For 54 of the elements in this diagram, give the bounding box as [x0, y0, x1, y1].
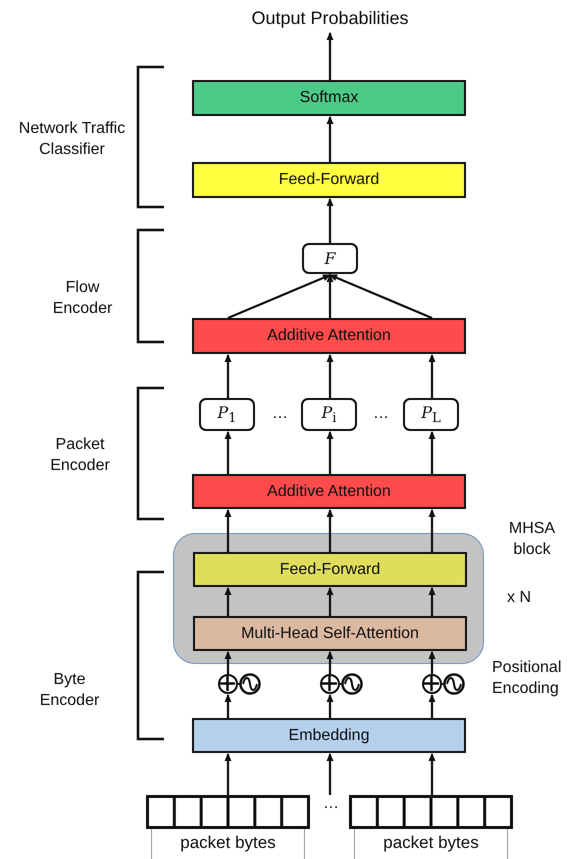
arrow	[224, 354, 232, 398]
layer-box: Feed-Forward	[192, 162, 466, 198]
arrow	[428, 587, 436, 616]
array-caption: packet bytes	[151, 829, 305, 859]
output-text: Output Probabilities	[230, 4, 430, 32]
ellipsis: …	[372, 404, 390, 424]
arrow	[428, 651, 436, 674]
arrow	[428, 753, 436, 795]
adder-circle	[320, 674, 340, 694]
arrow	[326, 274, 334, 318]
arrow	[326, 354, 334, 398]
section-label: Positional Encoding	[492, 658, 562, 699]
layer-box: Multi-Head Self-Attention	[193, 616, 467, 651]
vector-box: F	[302, 243, 358, 274]
arrow	[228, 274, 331, 320]
arrow	[326, 509, 334, 552]
arrow	[428, 509, 436, 552]
ellipsis: …	[271, 404, 289, 424]
arrow	[326, 198, 334, 243]
arrow	[326, 32, 334, 80]
vector-box: P$_{i}$	[301, 398, 357, 431]
adder-circle	[218, 674, 238, 694]
arrow	[428, 694, 436, 718]
section-label: Flow Encoder	[52, 278, 114, 319]
layer-box: Softmax	[192, 80, 466, 116]
arrow	[428, 354, 436, 398]
arrow	[224, 509, 232, 552]
vector-box: P$_{L}$	[403, 398, 459, 431]
arrow	[329, 274, 432, 320]
layer-box: Additive Attention	[192, 474, 466, 509]
arrow	[224, 431, 232, 474]
arrow	[326, 587, 334, 616]
section-label: Packet Encoder	[49, 435, 111, 476]
adder-circle	[422, 674, 442, 694]
arrow	[326, 651, 334, 674]
arrow	[224, 753, 232, 795]
arrow	[326, 694, 334, 718]
layer-box: Feed-Forward	[193, 552, 467, 587]
arrow	[224, 587, 232, 616]
arrow	[224, 651, 232, 674]
block-title: MHSA block	[508, 519, 556, 560]
section-label: Network Traffic Classifier	[18, 119, 126, 160]
arrow	[224, 694, 232, 718]
layer-box: Additive Attention	[192, 318, 466, 354]
arrow	[326, 753, 334, 795]
layer-box: Embedding	[192, 718, 466, 753]
arrow	[326, 116, 334, 162]
ellipsis: …	[322, 794, 340, 814]
arrow	[326, 431, 334, 474]
arrow	[428, 431, 436, 474]
repeat-count: x N	[507, 589, 531, 607]
array-caption: packet bytes	[354, 829, 508, 859]
vector-box: P$_{1}$	[199, 398, 255, 431]
section-label: Byte Encoder	[38, 670, 100, 711]
